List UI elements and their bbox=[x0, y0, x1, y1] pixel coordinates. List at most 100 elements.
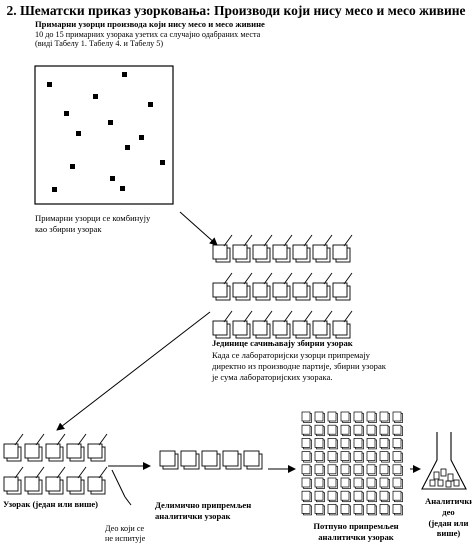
primary-sample-dot bbox=[122, 72, 127, 77]
analytic-unit bbox=[353, 504, 364, 516]
analytic-unit bbox=[392, 411, 403, 423]
analytic-unit bbox=[340, 464, 351, 476]
analytic-unit bbox=[301, 504, 312, 516]
analytic-unit bbox=[301, 438, 312, 450]
full-sample-units bbox=[301, 411, 403, 516]
analytic-unit bbox=[353, 424, 364, 437]
analytic-unit bbox=[379, 490, 390, 503]
primary-desc-line2: (видi Табелу 1. Табелу 4. и Табелу 5) bbox=[35, 39, 164, 49]
analytic-unit bbox=[366, 504, 377, 516]
not-tested-line2: не испитује bbox=[105, 534, 146, 543]
primary-sample-dot bbox=[76, 131, 81, 136]
analytic-unit bbox=[353, 477, 364, 489]
analytic-unit bbox=[353, 464, 364, 476]
sample-units bbox=[3, 433, 108, 495]
sample-unit bbox=[212, 272, 233, 301]
primary-sample-dot bbox=[93, 94, 98, 99]
sample-unit bbox=[292, 310, 313, 339]
not-tested-label: Део који се не испитује bbox=[105, 524, 145, 544]
sample-unit bbox=[332, 310, 353, 339]
analytic-unit bbox=[327, 424, 338, 437]
analytic-unit bbox=[301, 477, 312, 489]
analytic-line2: део bbox=[442, 506, 455, 517]
sample-unit bbox=[252, 272, 273, 301]
primary-desc-line1: 10 до 15 примарних узорака узетих са слу… bbox=[35, 30, 261, 39]
analytic-unit bbox=[340, 477, 351, 489]
primary-sample-dot bbox=[148, 102, 153, 107]
analytic-unit bbox=[314, 411, 325, 423]
sample-unit bbox=[312, 234, 333, 263]
lot-square bbox=[34, 65, 174, 205]
full-line1: Потпуно припремљен bbox=[313, 521, 399, 531]
analytic-unit bbox=[353, 438, 364, 450]
primary-sample-dot bbox=[110, 176, 115, 181]
primary-samples-description: 10 до 15 примарних узорака узетих са слу… bbox=[35, 30, 260, 49]
analytic-unit bbox=[353, 411, 364, 423]
sample-unit bbox=[222, 450, 242, 470]
analytic-unit bbox=[366, 477, 377, 489]
analytic-unit bbox=[392, 424, 403, 437]
analytic-unit bbox=[366, 424, 377, 437]
analytic-unit bbox=[340, 451, 351, 463]
analytic-unit bbox=[301, 411, 312, 423]
primary-samples-heading: Примарни узорци производа који нису месо… bbox=[35, 19, 265, 29]
combine-caption: Примарни узорци се комбинују као збирни … bbox=[35, 213, 150, 235]
sample-unit bbox=[252, 234, 273, 263]
flask-icon bbox=[421, 432, 467, 490]
analytic-unit bbox=[366, 438, 377, 450]
arrow-to-sample bbox=[56, 311, 211, 431]
sample-unit bbox=[87, 433, 108, 462]
analytic-unit bbox=[327, 438, 338, 450]
units-heading: Јединице сачињавају збирни узорак bbox=[212, 338, 353, 348]
sample-unit bbox=[212, 310, 233, 339]
analytic-unit bbox=[340, 424, 351, 437]
not-tested-line1: Део који се bbox=[105, 524, 145, 533]
sample-unit bbox=[272, 310, 293, 339]
partial-sample-units bbox=[159, 450, 263, 470]
analytic-unit bbox=[392, 451, 403, 463]
analytic-unit bbox=[392, 464, 403, 476]
primary-sample-dot bbox=[64, 111, 69, 116]
sample-unit bbox=[272, 272, 293, 301]
analytic-unit bbox=[314, 464, 325, 476]
analytic-unit bbox=[327, 477, 338, 489]
analytic-unit bbox=[379, 464, 390, 476]
analytic-unit bbox=[301, 490, 312, 503]
sample-unit bbox=[272, 234, 293, 263]
units-desc-line3: је сума лабораторијских узорака. bbox=[212, 371, 333, 382]
primary-sample-dot bbox=[47, 82, 52, 87]
analytic-unit bbox=[340, 504, 351, 516]
analytic-unit bbox=[327, 464, 338, 476]
sample-unit bbox=[66, 433, 87, 462]
analytic-unit bbox=[314, 424, 325, 437]
analytic-unit bbox=[340, 411, 351, 423]
units-desc-line2: директно из производне партије, збирни у… bbox=[212, 360, 386, 371]
partial-line1: Делимично припремљен bbox=[155, 500, 252, 510]
analytic-unit bbox=[379, 504, 390, 516]
analytic-unit bbox=[366, 411, 377, 423]
sample-unit bbox=[212, 234, 233, 263]
analytic-unit bbox=[379, 411, 390, 423]
combine-line1: Примарни узорци се комбинују bbox=[35, 213, 151, 223]
units-desc-line1: Када се лабораторијски узорци припремају bbox=[212, 350, 370, 360]
branch-not-tested bbox=[111, 469, 126, 498]
primary-sample-dot bbox=[125, 145, 130, 150]
sample-unit bbox=[232, 234, 253, 263]
analytic-unit bbox=[353, 451, 364, 463]
analytic-unit bbox=[327, 504, 338, 516]
sample-unit bbox=[232, 272, 253, 301]
analytic-unit bbox=[392, 438, 403, 450]
analytic-unit bbox=[340, 490, 351, 503]
primary-sample-dot bbox=[52, 187, 57, 192]
analytic-unit bbox=[327, 451, 338, 463]
primary-sample-dot bbox=[108, 120, 113, 125]
sample-unit bbox=[3, 433, 24, 462]
analytic-unit bbox=[301, 424, 312, 437]
sample-unit bbox=[243, 450, 263, 470]
sample-unit bbox=[3, 466, 24, 495]
branch-not-tested-tip bbox=[124, 496, 132, 506]
sample-unit bbox=[252, 310, 273, 339]
analytic-unit bbox=[379, 438, 390, 450]
sample-unit bbox=[312, 272, 333, 301]
